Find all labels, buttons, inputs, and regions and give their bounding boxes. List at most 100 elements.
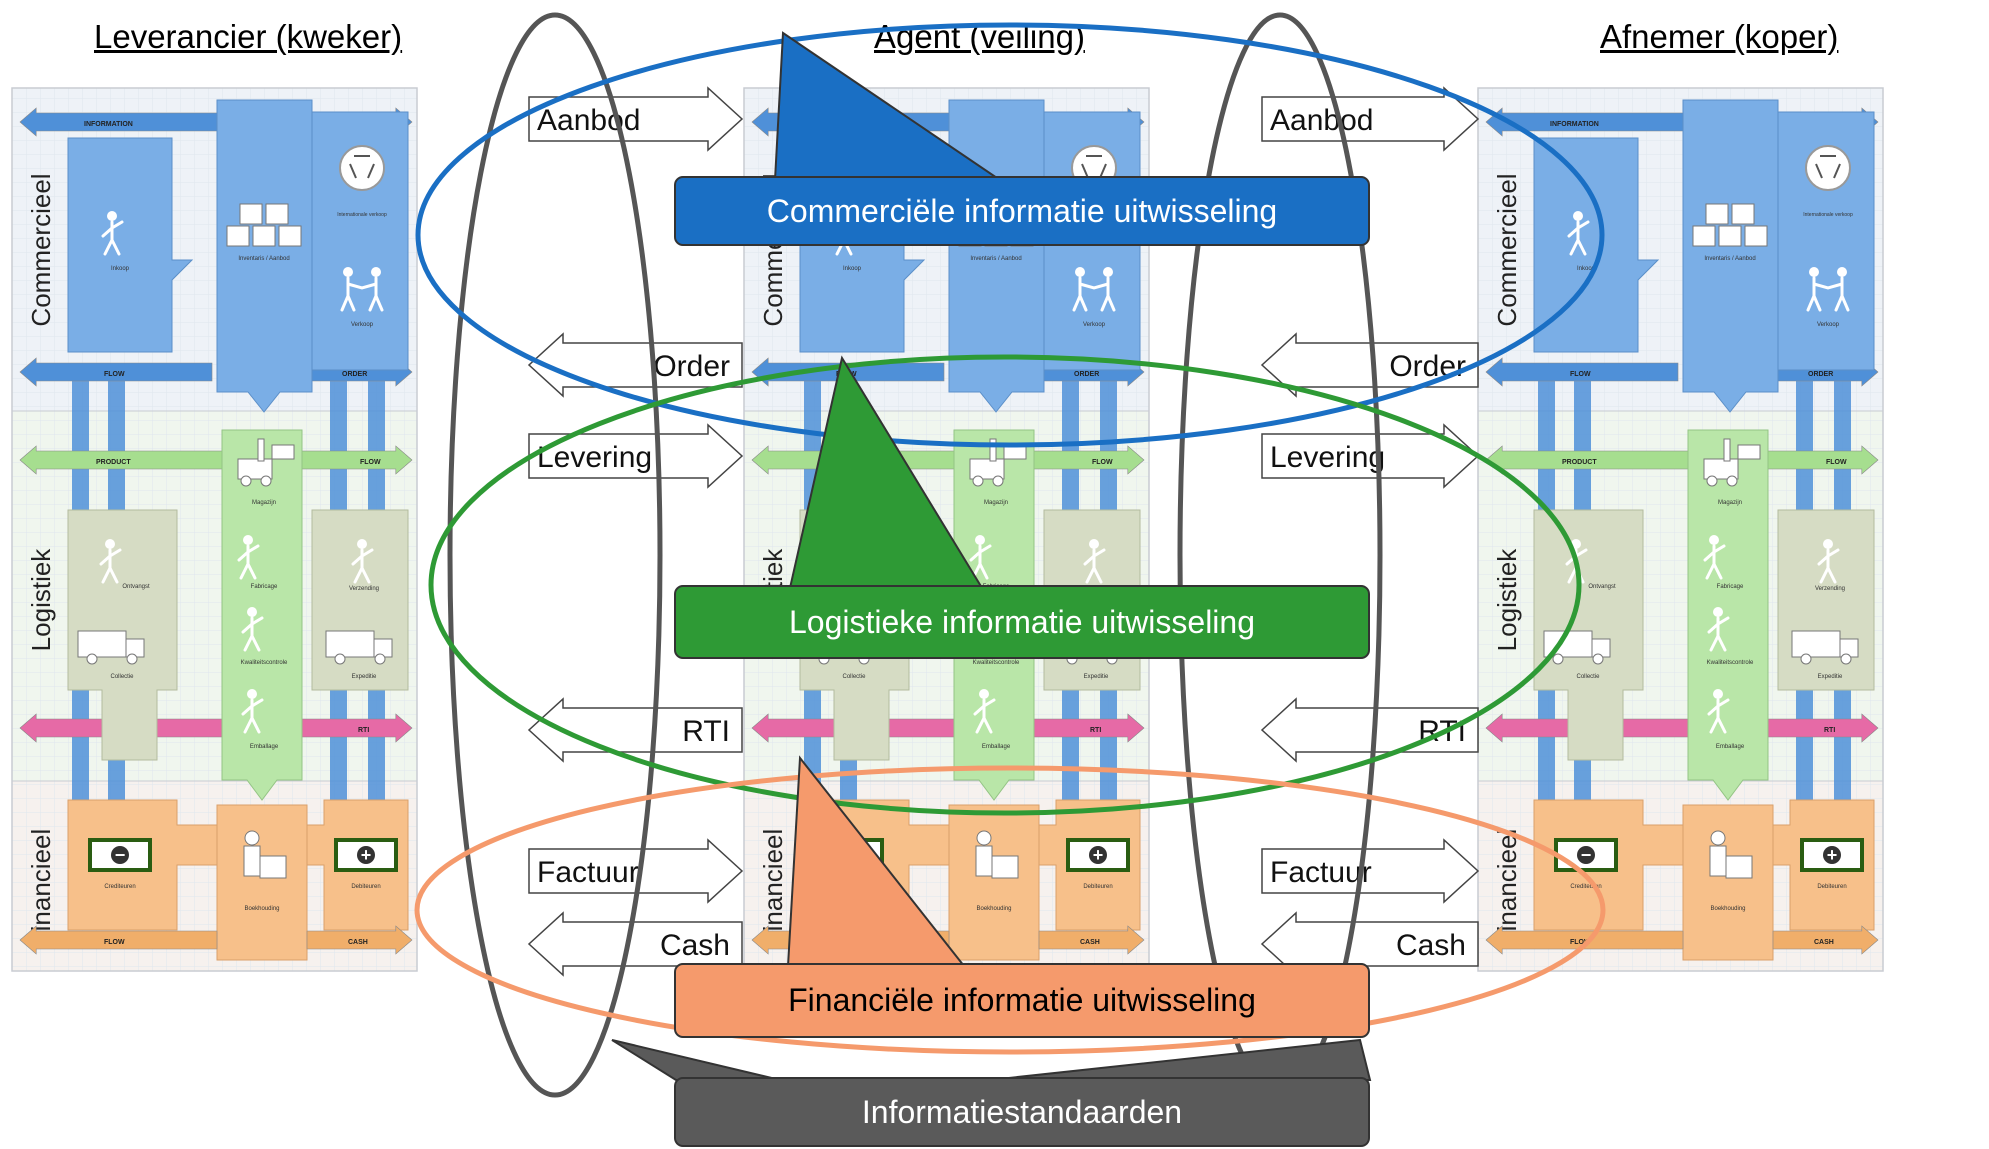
- debit-ledger-icon: +: [1800, 838, 1864, 872]
- desk: [991, 855, 1019, 879]
- person-body: [1703, 544, 1726, 580]
- truck-body: [1791, 630, 1841, 658]
- exchange-arrow-agent-buyer: Aanbod: [1261, 86, 1480, 152]
- desk: [259, 855, 287, 879]
- ledger-dot: [1089, 846, 1107, 864]
- person-body: [969, 544, 992, 580]
- process-label: Crediteuren: [1570, 884, 1601, 890]
- exchange-arrow-agent-buyer: Order: [1260, 332, 1479, 398]
- process-label: Verkoop: [351, 322, 374, 328]
- exchange-arrow-label: Cash: [1396, 929, 1466, 962]
- process-label: Emballage: [982, 744, 1011, 750]
- crate: [239, 203, 263, 225]
- wheel: [1706, 475, 1718, 487]
- inspector-icon: [241, 607, 264, 652]
- panel-border: [11, 87, 418, 972]
- financial-ring: [414, 765, 1606, 1055]
- rti-flow-label: RTI: [358, 727, 369, 734]
- globe-figures: [349, 155, 375, 179]
- clerk-head: [1710, 830, 1726, 846]
- exchange-arrow-shape: [1261, 86, 1480, 152]
- layer-label-commercial: Commercieel: [1492, 173, 1522, 326]
- worker-icon: [969, 535, 992, 580]
- globe-icon: [1805, 145, 1851, 191]
- process-label: Emballage: [250, 744, 279, 750]
- clerk-head: [244, 830, 260, 846]
- bodies: [340, 276, 384, 312]
- truck-body: [325, 630, 375, 658]
- person-head: [1713, 607, 1723, 617]
- exchange-arrow-shape: [528, 423, 744, 489]
- wheel: [334, 653, 346, 665]
- process-label: Verkoop: [1817, 322, 1840, 328]
- wheel: [1592, 653, 1604, 665]
- exchange-arrow-label: Levering: [1270, 441, 1385, 474]
- wheel: [1800, 653, 1812, 665]
- clerk-body: [975, 845, 993, 877]
- warehouse-box: [221, 429, 303, 801]
- clerk-head: [976, 830, 992, 846]
- person-body: [1707, 616, 1730, 652]
- process-label: Inkoop: [1577, 266, 1596, 272]
- process-label: Emballage: [1716, 744, 1745, 750]
- exchange-arrow-label: Cash: [660, 929, 730, 962]
- logistics-exchange-label: Logistieke informatie uitwisseling: [789, 603, 1255, 640]
- product-flow-right: [1023, 445, 1145, 475]
- person-head: [105, 539, 115, 549]
- person-body: [351, 548, 374, 584]
- debit-ledger-icon: +: [1066, 838, 1130, 872]
- information-flow: [1485, 107, 1689, 137]
- wheel: [86, 653, 98, 665]
- flow-label: FLOW: [1570, 371, 1591, 378]
- truck-cab: [1591, 638, 1611, 658]
- exchange-arrow-shape: [1261, 838, 1480, 904]
- exchange-arrow-label: Aanbod: [1270, 104, 1373, 137]
- buyer-header: Afnemer (koper): [1600, 18, 1839, 55]
- flow-left: [1485, 357, 1679, 387]
- crate: [1731, 203, 1755, 225]
- exchange-arrow-supplier-agent: Factuur: [528, 838, 744, 904]
- person-head: [247, 607, 257, 617]
- crate: [1718, 225, 1742, 247]
- information-flow-label: INFORMATION: [84, 121, 133, 128]
- handshake-icon: [1806, 267, 1850, 312]
- exchange-arrow-shape: [1260, 332, 1479, 398]
- credit-ledger-icon: −: [1554, 838, 1618, 872]
- accounting-desk-icon: [1709, 830, 1753, 879]
- layer-label-commercial: Commercieel: [26, 173, 56, 326]
- accounting-box: [948, 804, 1040, 961]
- forklift-icon: [237, 438, 295, 487]
- packer-icon: [973, 689, 996, 734]
- ledger-dot: [111, 846, 129, 864]
- supplier-header: Leverancier (kweker): [94, 18, 403, 55]
- cash-flow-label: CASH: [1814, 939, 1834, 946]
- inkoop-box: [67, 137, 194, 353]
- crate: [1692, 225, 1716, 247]
- ledger-sign: +: [361, 845, 372, 865]
- head: [371, 267, 381, 277]
- head: [1809, 267, 1819, 277]
- accounting-desk-icon: [243, 830, 287, 879]
- process-label: Boekhouding: [1710, 906, 1745, 912]
- exchange-arrow-shape: [1261, 423, 1480, 489]
- product-flow-right: [291, 445, 413, 475]
- truck-cab: [1839, 638, 1859, 658]
- process-label: Debiteuren: [1817, 884, 1846, 890]
- order-flow-label: ORDER: [1808, 371, 1833, 378]
- credit-ledger-icon: −: [88, 838, 152, 872]
- process-label: Ontvangst: [122, 584, 150, 590]
- order-flow-label: ORDER: [342, 371, 367, 378]
- exchange-arrow-supplier-agent: Aanbod: [528, 86, 744, 152]
- wheel: [992, 475, 1004, 487]
- globe: [339, 145, 385, 191]
- flow-label: FLOW: [1092, 459, 1113, 466]
- layer-label-logistics: Logistiek: [26, 548, 56, 652]
- person-head: [979, 689, 989, 699]
- person-head: [1713, 689, 1723, 699]
- person-head: [107, 211, 117, 221]
- person-head: [975, 535, 985, 545]
- wheel: [374, 653, 386, 665]
- truck-body: [77, 630, 127, 658]
- person-body: [237, 544, 260, 580]
